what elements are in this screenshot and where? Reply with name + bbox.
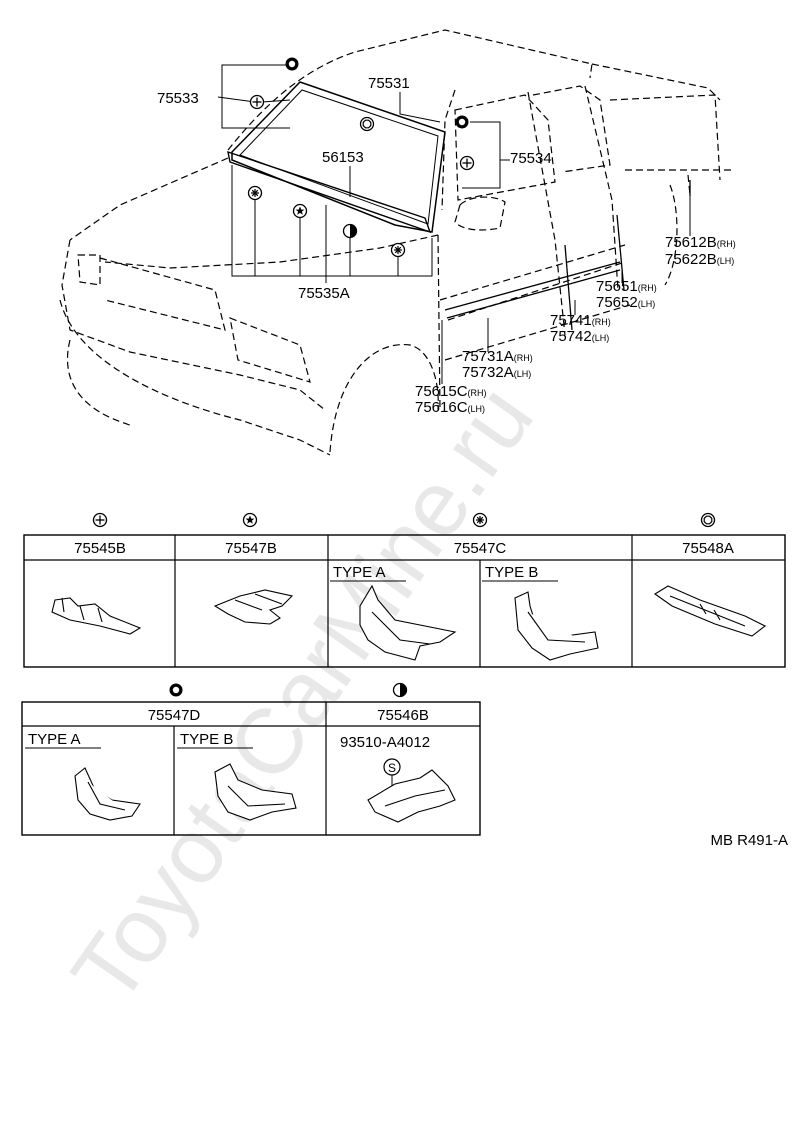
drawing-code: MB R491-A [710,832,788,849]
type-a-label-75547c: TYPE A [333,564,386,581]
label-75732a: 75732A(LH) [462,364,531,381]
header-75547c: 75547C [454,540,507,557]
header-75547d: 75547D [148,707,201,724]
type-b-label-75547d: TYPE B [180,731,233,748]
label-75741: 75741(RH) [550,312,611,329]
label-75534: 75534 [510,150,552,167]
label-75535a: 75535A [298,285,350,302]
clip-75547d-type-b-drawing [214,763,297,821]
label-56153: 56153 [322,149,364,166]
label-75742: 75742(LH) [550,328,609,345]
label-75616c: 75616C(LH) [415,399,485,416]
clip-75546b-drawing [367,769,456,823]
label-75531: 75531 [368,75,410,92]
label-75612b: 75612B(RH) [665,234,736,251]
clip-table-1: 75545B 75547B 75547C 75548A TYPE A TYPE … [23,512,786,668]
screw-symbol: S [388,761,396,775]
clip-75548a-drawing [654,585,767,637]
header-75545b: 75545B [74,540,126,557]
clip-75547d-type-a-drawing [74,767,141,821]
callout-leaders [217,57,691,384]
label-75615c: 75615C(RH) [415,383,487,400]
label-75533: 75533 [157,90,199,107]
header-75547b: 75547B [225,540,277,557]
screw-part-number: 93510-A4012 [340,734,430,751]
label-75731a: 75731A(RH) [462,348,533,365]
watermark: ToyotaCarMine.ru [53,368,553,1021]
header-75548a: 75548A [682,540,734,557]
clip-75547c-type-b-drawing [514,591,599,661]
callout-labels: 75533 75531 56153 75534 75535A 75612B(RH… [157,75,736,416]
clip-table-2: 75547D 75546B TYPE A TYPE B 93510-A4012 … [21,682,481,836]
header-75546b: 75546B [377,707,429,724]
truck-illustration [59,29,735,456]
clip-75545b-drawing [51,597,142,635]
type-b-label-75547c: TYPE B [485,564,538,581]
label-75651: 75651(RH) [596,278,657,295]
label-75652: 75652(LH) [596,294,655,311]
type-a-label-75547d: TYPE A [28,731,81,748]
label-75622b: 75622B(LH) [665,251,734,268]
